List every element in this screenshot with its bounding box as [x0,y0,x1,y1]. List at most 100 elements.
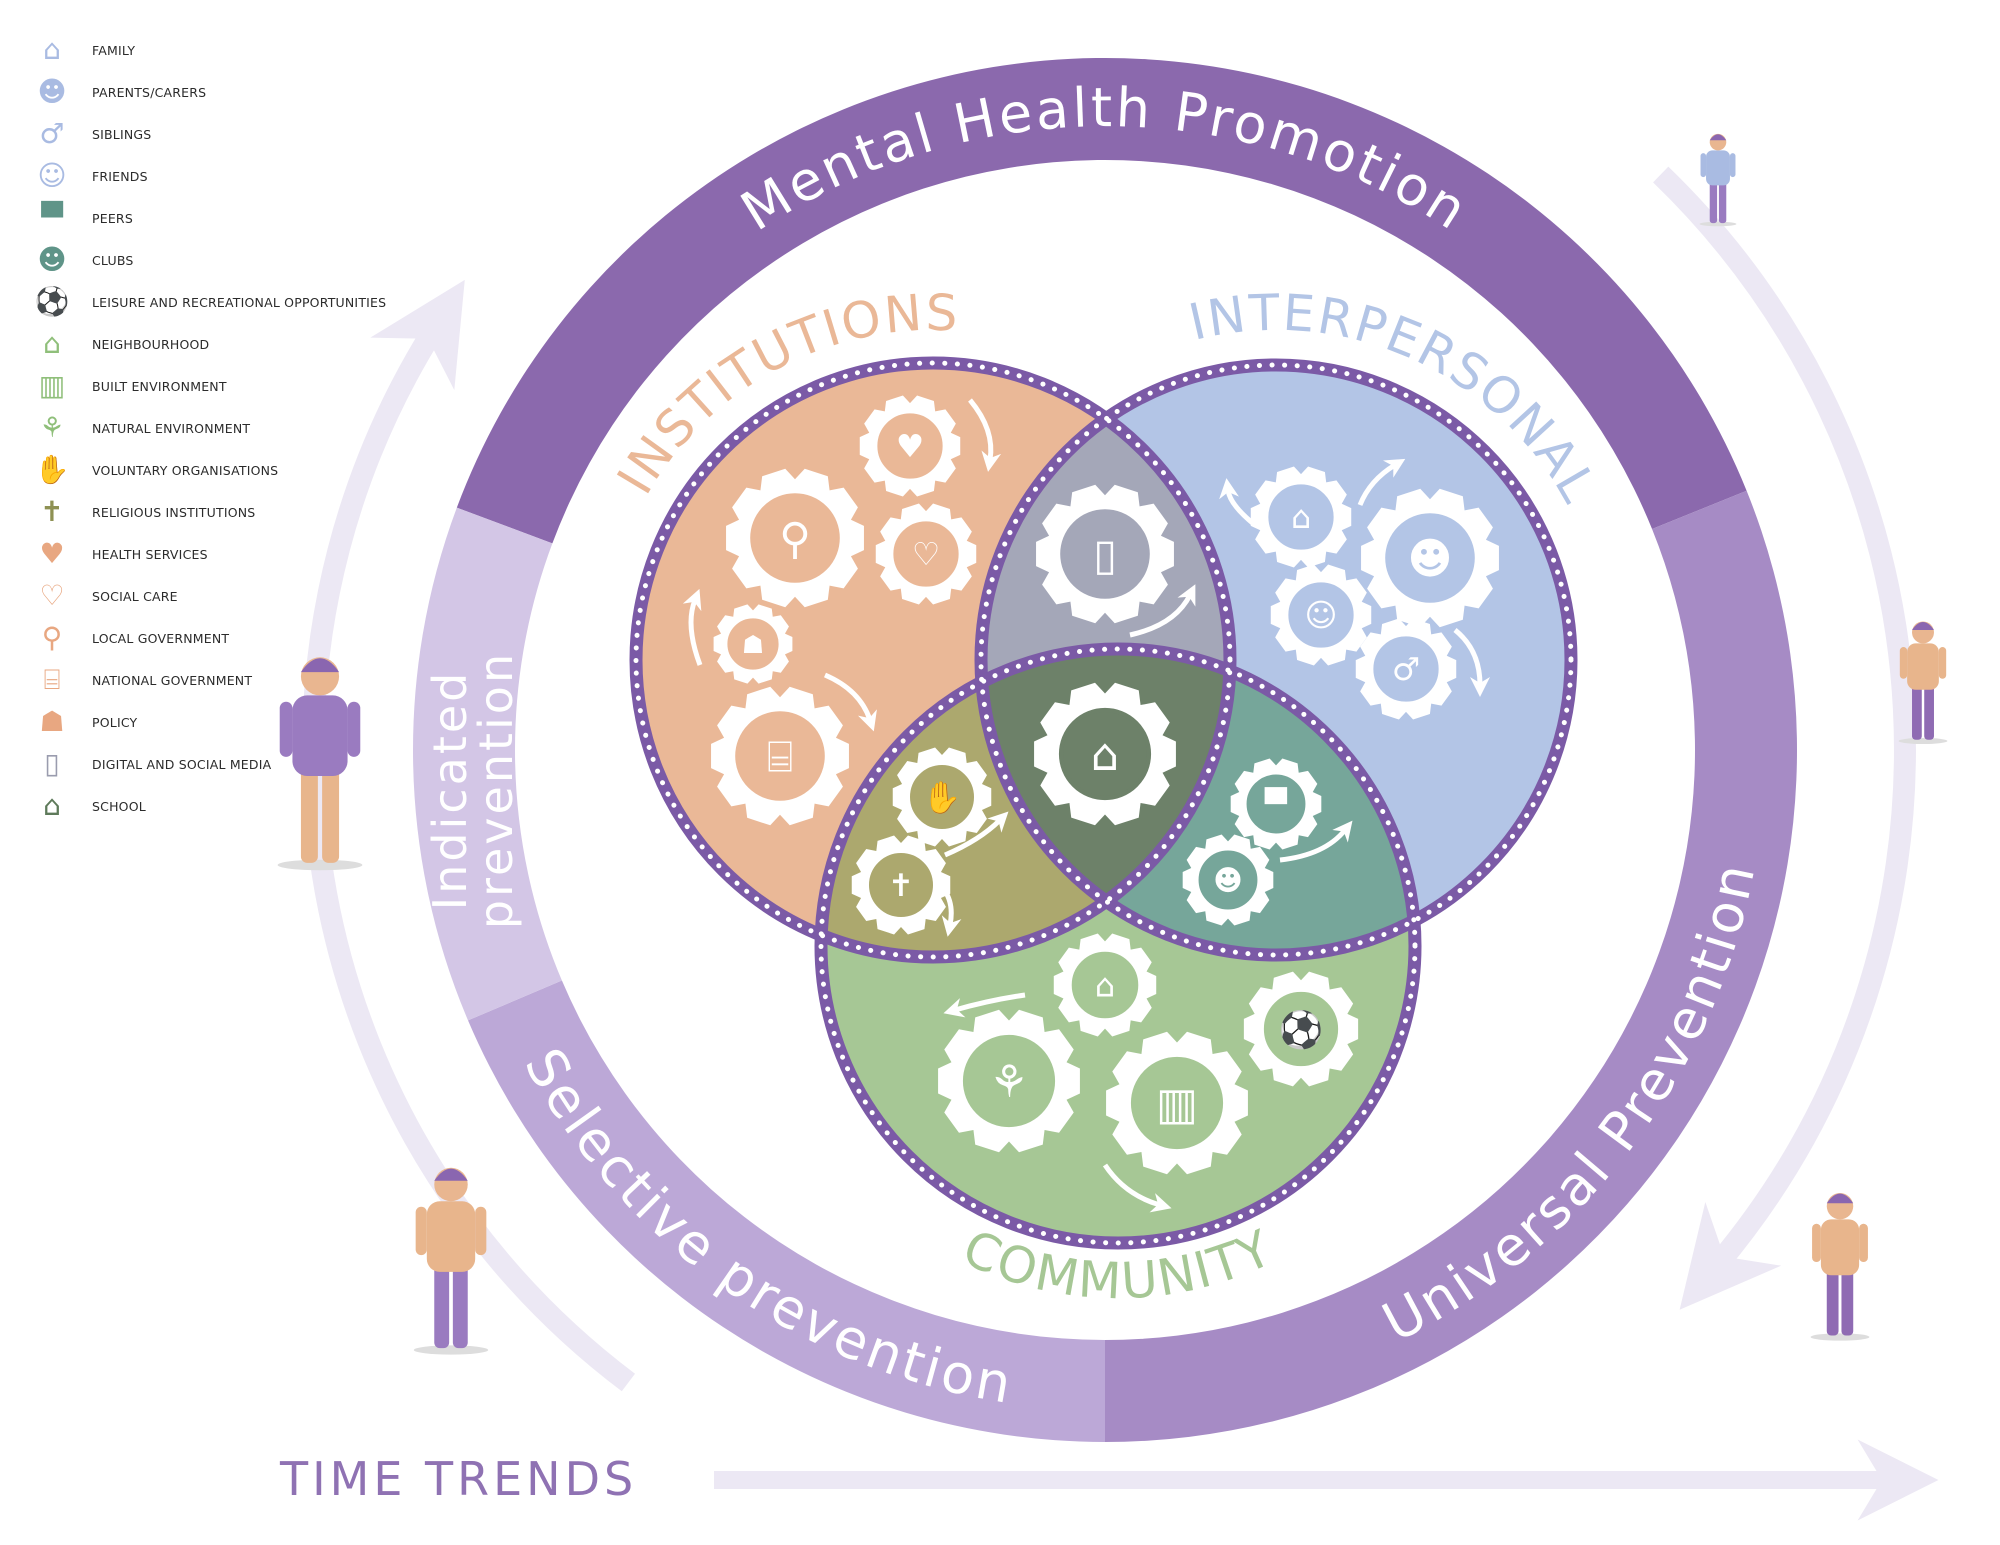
gear-neighbourhood: ⌂ [1053,933,1157,1037]
gear-icon: ⌂ [1291,500,1311,536]
cycle-arrow-right [1653,166,1916,1310]
gear-family: ⌂ [1250,466,1352,568]
gear-parents-carers: ☻ [1361,488,1499,628]
gear-siblings: ♂ [1355,618,1457,720]
person-boy-cheering [1810,1192,1870,1341]
legend-label: NATIONAL GOVERNMENT [92,672,253,688]
friends-icon: ☺ [37,159,67,192]
hand-heart-icon: ✋ [34,453,70,486]
legend-item: ⌸ NATIONAL GOVERNMENT [28,660,252,700]
legend-label: NEIGHBOURHOOD [92,336,210,352]
church-icon: ✝ [40,495,64,528]
gear-leisure: ⚽ [1243,971,1359,1087]
gear-social-care: ♡ [875,503,977,605]
legend-item: ☻ PARENTS/CARERS [28,72,206,112]
gear-local-government: ⚲ [726,468,864,608]
legend-label: SCHOOL [92,798,146,814]
school-icon: ⌂ [43,789,61,822]
gear-icon: ☻ [1407,534,1452,584]
gear-icon: ▥ [1156,1078,1198,1130]
gear-religious-institutions: ✝ [851,835,951,935]
gear-icon: ♂ [1392,652,1420,688]
legend-label: SIBLINGS [92,126,152,142]
gear-friends: ☺ [1270,564,1372,666]
legend-label: FRIENDS [92,168,148,184]
legend-label: BUILT ENVIRONMENT [92,378,227,394]
legend-label: LEISURE AND RECREATIONAL OPPORTUNITIES [92,294,387,310]
football-player-icon: ⚽ [34,285,70,318]
legend-item: ♥HEALTH SERVICES [28,534,208,574]
parents-carers-icon: ☻ [37,75,67,108]
gear-school: ⌂ [1034,682,1176,826]
legend-label: CLUBS [92,252,134,268]
buildings-icon: ▥ [38,369,66,402]
legend-item: ✋VOLUNTARY ORGANISATIONS [28,450,279,490]
person-girl-with-bag [413,1167,489,1355]
legend-label: RELIGIOUS INSTITUTIONS [92,504,256,520]
heart-hands-icon: ♥ [39,537,65,570]
legend-item: ✝ RELIGIOUS INSTITUTIONS [28,492,255,532]
theatre-masks-icon: ☻ [37,243,67,276]
gear-health-services: ♥ [859,395,961,497]
gear-icon: ⌂ [1095,966,1115,1004]
care-hands-icon: ♡ [39,579,65,612]
neighbourhood-houses-icon: ⌂ [43,327,61,360]
legend-item: ▀PEERS [28,198,133,238]
legend-item: ☻ CLUBS [28,240,134,280]
legend-item: ♂ SIBLINGS [28,114,151,154]
legend-item: ♡ SOCIAL CARE [28,576,178,616]
gear-icon: ⌸ [767,732,793,782]
ring-segment-universal-prevention [1105,490,1797,1443]
police-officer-icon: ☗ [39,705,65,738]
legend-item: ▥ BUILT ENVIRONMENT [28,366,227,406]
cycle-arrow-left [302,279,636,1392]
person-child-waving [1699,133,1737,227]
indicated-line-1: Indicated [423,670,477,911]
family-house-icon: ⌂ [43,33,61,66]
legend-item: ⚽ LEISURE AND RECREATIONAL OPPORTUNITIES [28,282,387,322]
legend-label: PEERS [92,210,133,226]
legend-item: ⌂FAMILY [28,30,135,70]
gear-icon: ☗ [742,630,764,659]
legend-label: POLICY [92,714,138,730]
flow-arrows [682,398,1490,1213]
legend-label: SOCIAL CARE [92,588,178,604]
venn-borders [629,356,1578,1250]
ring-segment-mental-health-promotion [456,58,1747,544]
person-boy-with-backpack [1898,621,1948,745]
legend-label: LOCAL GOVERNMENT [92,630,230,646]
legend-item: ▯ DIGITAL AND SOCIAL MEDIA [28,744,271,784]
legend-label: PARENTS/CARERS [92,84,207,100]
gear-icon: ✝ [888,868,914,904]
legend-item: ☗ POLICY [28,702,137,742]
gear-icon: ⚲ [779,514,811,564]
people-illustrations [277,133,1948,1355]
gear-icon: ▯ [1093,530,1117,580]
legend-item: ☺ FRIENDS [28,156,148,196]
ring-label-universal-prevention: Universal Prevention [1373,856,1768,1354]
gear-voluntary-organisations: ✋ [892,747,992,847]
person-man-with-baby [277,657,363,871]
time-trends-label: TIME TRENDS [279,1452,637,1506]
government-building-icon: ⌸ [43,663,61,696]
ring-segment-selective-prevention [468,980,1106,1442]
ring-label-indicated-prevention: Indicated prevention [423,651,523,929]
gear-icon: ♥ [896,429,924,465]
legend-item: ⌂ SCHOOL [28,786,146,826]
gear-icon: ☺ [1305,598,1338,634]
gear-icon: ⚘ [989,1056,1029,1108]
gear-digital-social-media: ▯ [1036,484,1174,624]
gear-natural-environment: ⚘ [938,1009,1080,1153]
plant-icon: ⚘ [39,411,65,444]
gear-peers: ▀ [1230,758,1322,850]
gear-policy: ☗ [713,604,793,684]
siblings-icon: ♂ [39,117,65,150]
legend-label: DIGITAL AND SOCIAL MEDIA [92,756,272,772]
gears: ♥ ⚲ ♡ ☗ ⌸ ▯ ⌂ ☻ ☺ ♂ ⌂ ✋ ✝ ▀ ☻ ⌂ ⚽ ⚘ ▥ [711,395,1499,1175]
ring-segment-indicated-prevention [412,507,562,1021]
gear-clubs: ☻ [1182,834,1274,926]
gear-icon: ⚽ [1277,1009,1324,1051]
phone-megaphone-icon: ▯ [44,747,60,780]
gear-icon: ▀ [1264,787,1288,821]
